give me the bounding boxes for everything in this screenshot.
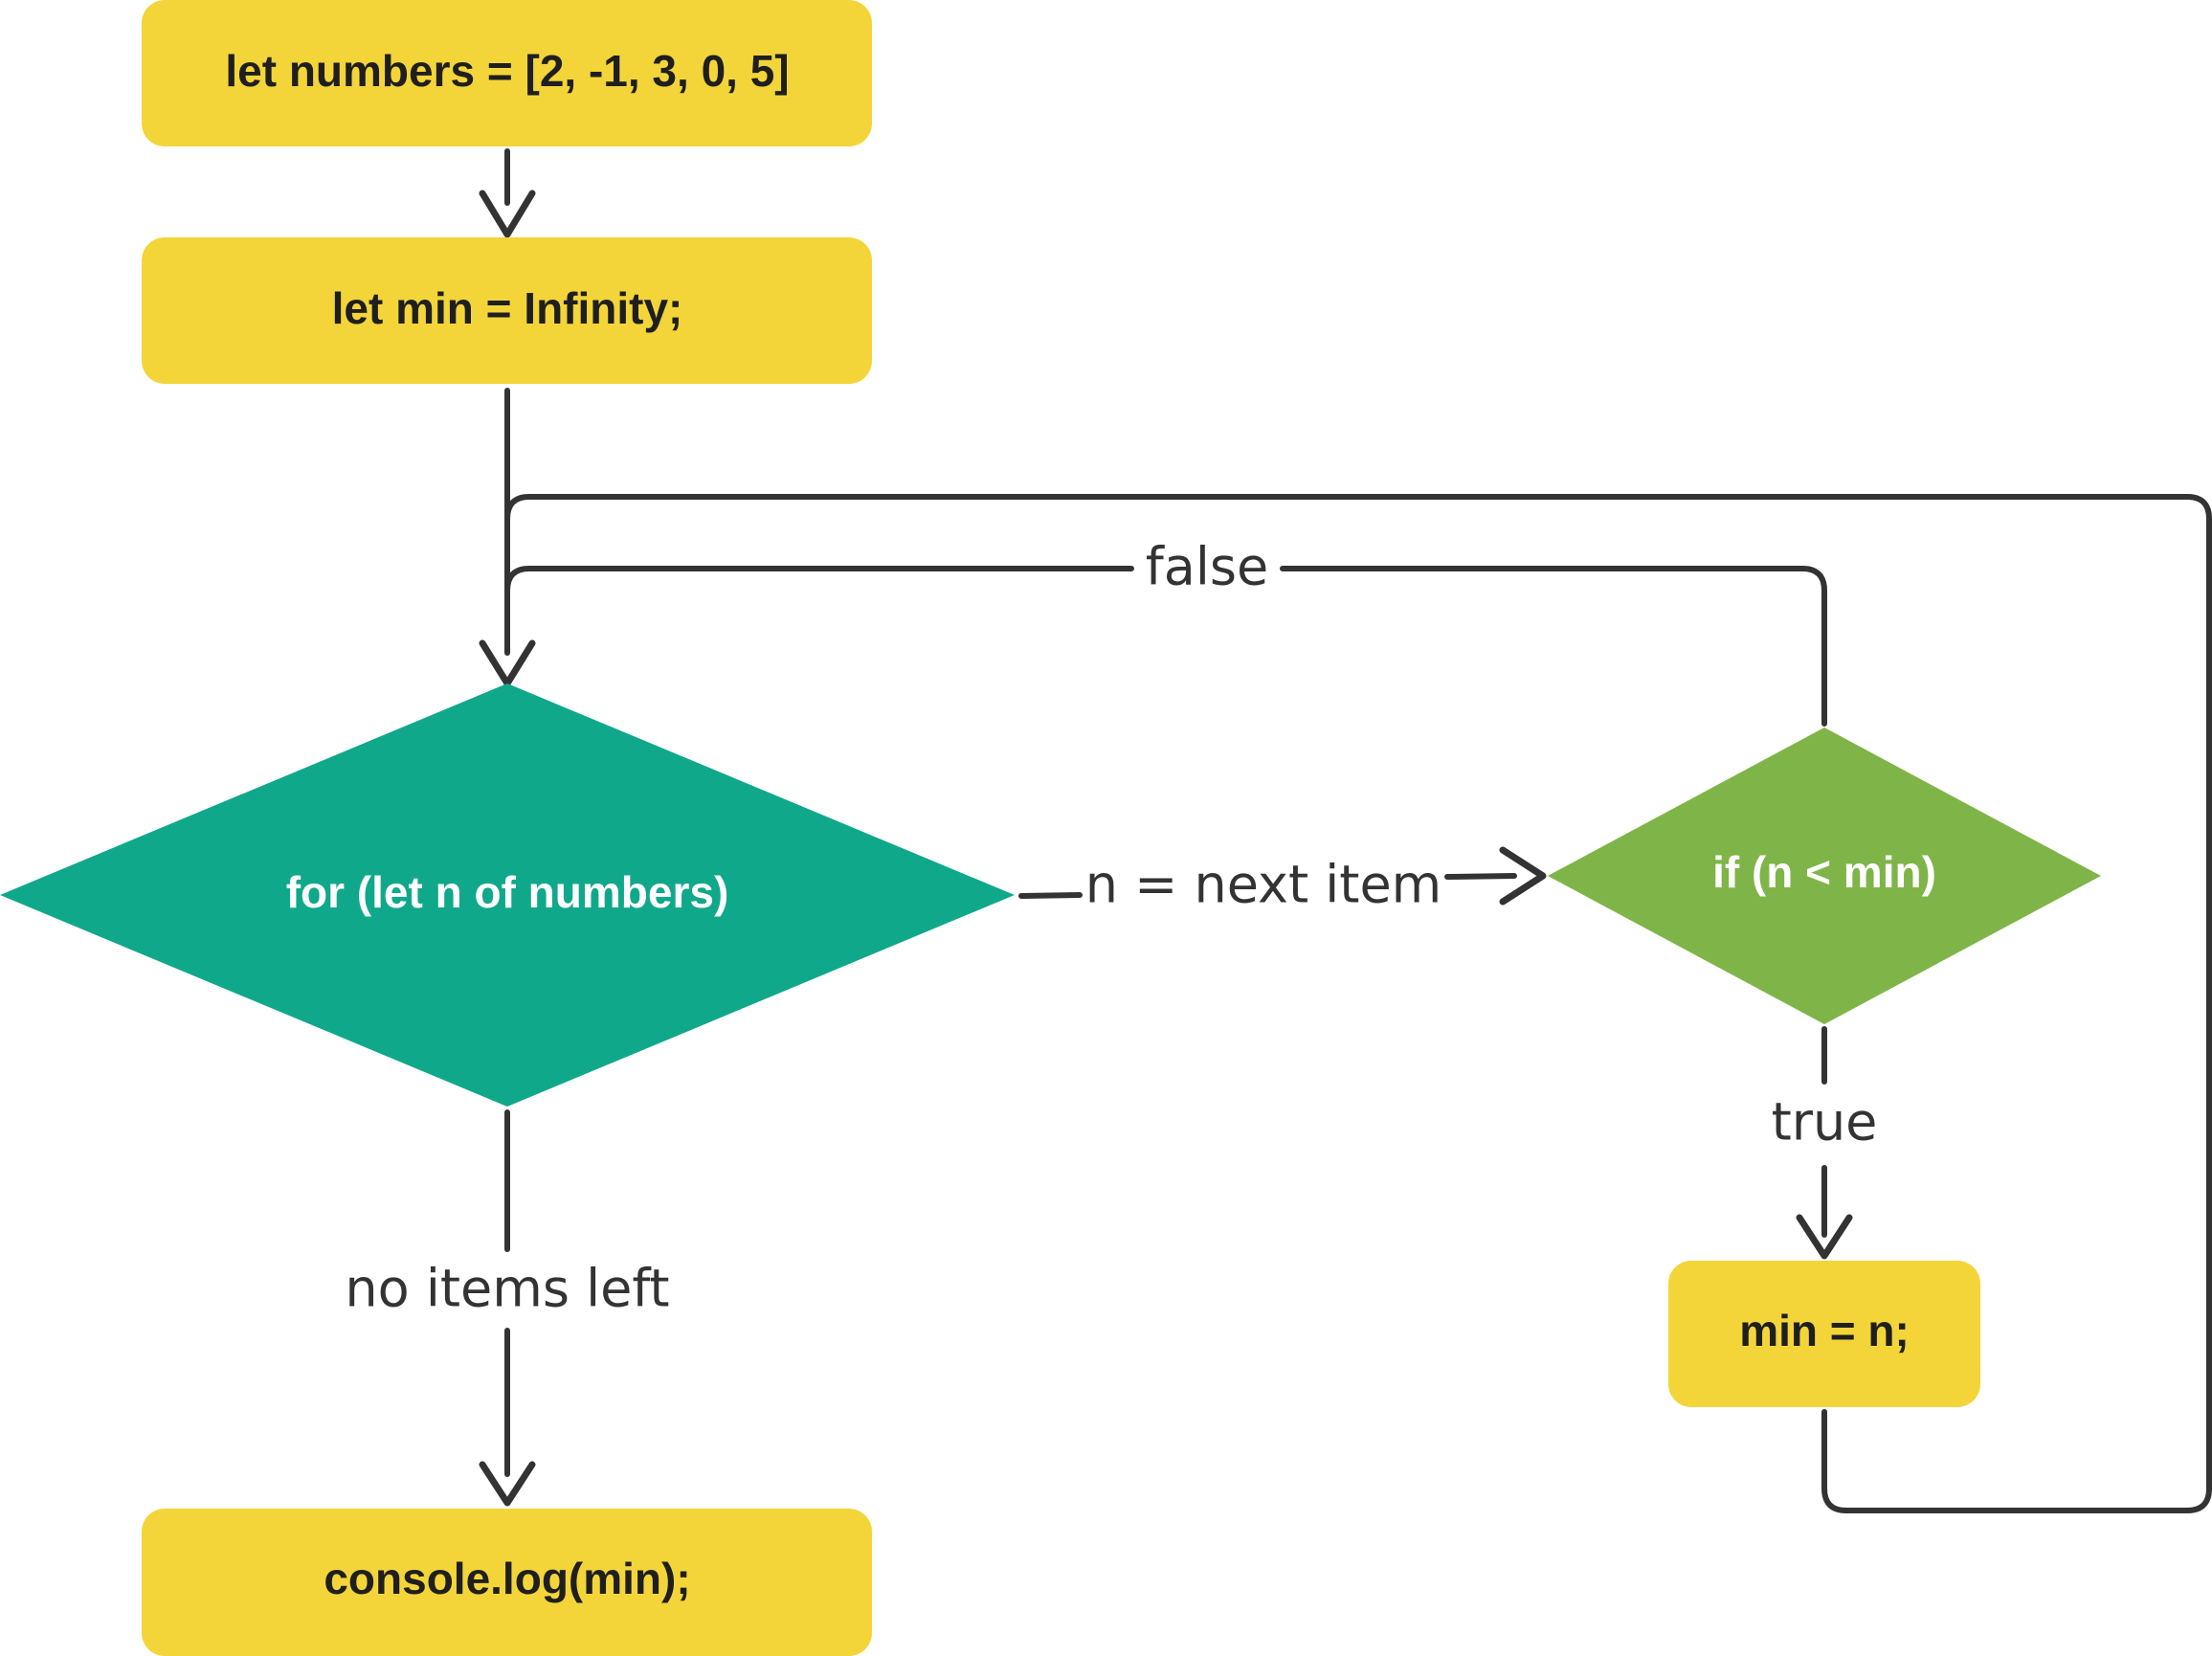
edge-loop-to-condition-b — [1444, 873, 1517, 880]
node-loop-diamond — [0, 683, 1015, 1107]
node-condition-label: if (n < min) — [1712, 847, 1936, 897]
edge-label-true: true — [1772, 1092, 1878, 1152]
arrowhead-to-output — [479, 1461, 536, 1507]
node-condition: if (n < min) — [1548, 727, 2101, 1024]
node-init-numbers-box — [142, 0, 872, 146]
node-condition-diamond — [1548, 727, 2101, 1024]
edge-loop-to-condition-a — [1018, 892, 1083, 899]
arrowhead-to-assign — [1796, 1214, 1853, 1260]
edge-condition-false-to-loop — [1280, 566, 1827, 727]
node-loop-label: for (let n of numbers) — [286, 867, 729, 917]
node-init-min: let min = Infinity; — [142, 237, 872, 384]
arrowhead-to-init-min — [479, 190, 536, 238]
node-assign-box — [1668, 1261, 1980, 1407]
node-init-numbers-label: let numbers = [2, -1, 3, 0, 5] — [225, 46, 789, 96]
edge-label-false: false — [1146, 537, 1268, 597]
edge-assign-back-to-loop — [504, 494, 2212, 1513]
node-output-box — [142, 1509, 872, 1656]
edge-condition-false-to-loop-2 — [504, 566, 1134, 625]
arrowhead-to-condition — [1499, 846, 1547, 906]
node-init-min-label: let min = Infinity; — [332, 283, 683, 333]
edge-label-next-item: n = next item — [1085, 855, 1442, 915]
connectors — [504, 148, 2212, 1513]
node-init-numbers: let numbers = [2, -1, 3, 0, 5] — [142, 0, 872, 146]
edge-label-no-items-left: no items left — [345, 1259, 669, 1319]
node-output-label: console.log(min); — [324, 1554, 690, 1603]
node-init-min-box — [142, 237, 872, 384]
node-output: console.log(min); — [142, 1509, 872, 1656]
node-loop: for (let n of numbers) — [0, 683, 1015, 1107]
node-assign: min = n; — [1668, 1261, 1980, 1407]
node-assign-label: min = n; — [1739, 1306, 1910, 1355]
